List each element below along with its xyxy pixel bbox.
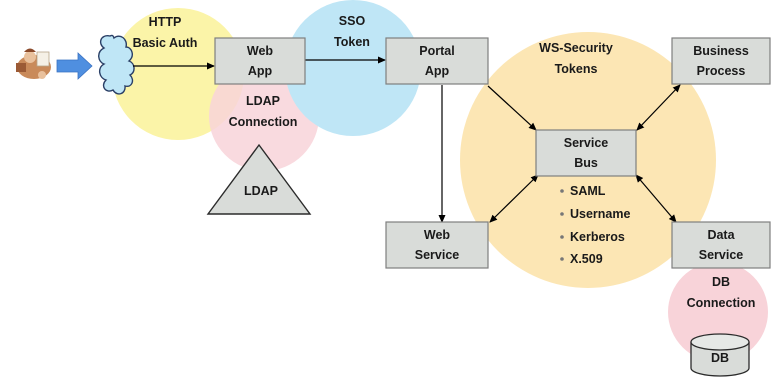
token-item-kerberos: Kerberos [570, 230, 625, 244]
web-service-node: Web Service [385, 221, 489, 269]
db-label: DB [711, 351, 729, 365]
token-item-x509: X.509 [570, 252, 603, 266]
ldap-zone-label-line1: LDAP [246, 94, 280, 108]
business-process-label-line1: Business [693, 44, 749, 58]
arrow-servicebus-business [636, 84, 681, 131]
service-bus-node: Service Bus [535, 129, 637, 177]
triangle-icon [206, 143, 312, 215]
data-service-label-line1: Data [707, 228, 735, 242]
web-service-label-line1: Web [424, 228, 451, 242]
sso-zone-label-line2: Token [334, 35, 370, 49]
arrow-servicebus-webservice [489, 174, 539, 223]
web-app-node: Web App [214, 37, 306, 85]
token-bullet-icon [560, 189, 564, 193]
arrow-servicebus-dataservice [635, 174, 677, 223]
service-bus-label-line1: Service [564, 136, 609, 150]
web-app-label-line2: App [248, 64, 273, 78]
data-service-node: Data Service [671, 221, 771, 269]
portal-app-label-line1: Portal [419, 44, 454, 58]
data-service-label-line2: Service [699, 248, 744, 262]
sso-zone-label-line1: SSO [339, 14, 366, 28]
portal-app-label-line2: App [425, 64, 450, 78]
sso-token-zone [285, 0, 421, 136]
db-zone-label-line2: Connection [687, 296, 756, 310]
token-item-username: Username [570, 207, 630, 221]
http-zone-label-line1: HTTP [149, 15, 182, 29]
token-list: SAML Username Kerberos X.509 [560, 184, 630, 266]
http-zone-label-line2: Basic Auth [133, 36, 198, 50]
cloud-icon [98, 34, 135, 95]
service-bus-label-line2: Bus [574, 156, 598, 170]
block-arrow-icon [56, 52, 93, 80]
user-icon [16, 48, 51, 79]
database-cylinder-icon [690, 333, 750, 377]
ldap-label: LDAP [244, 184, 278, 198]
web-service-label-line2: Service [415, 248, 460, 262]
web-app-label-line1: Web [247, 44, 274, 58]
ldap-node: LDAP [206, 143, 312, 215]
token-bullet-icon [560, 235, 564, 239]
ldap-zone-label-line2: Connection [229, 115, 298, 129]
token-bullet-icon [560, 257, 564, 261]
db-zone-label-line1: DB [712, 275, 730, 289]
arrow-portal-to-servicebus [487, 85, 537, 131]
token-item-saml: SAML [570, 184, 606, 198]
portal-app-node: Portal App [385, 37, 489, 85]
business-process-label-line2: Process [697, 64, 746, 78]
db-node: DB [690, 333, 750, 377]
ws-security-zone-label-line2: Tokens [555, 62, 598, 76]
token-bullet-icon [560, 212, 564, 216]
business-process-node: Business Process [671, 37, 771, 85]
ws-security-zone-label-line1: WS-Security [539, 41, 613, 55]
